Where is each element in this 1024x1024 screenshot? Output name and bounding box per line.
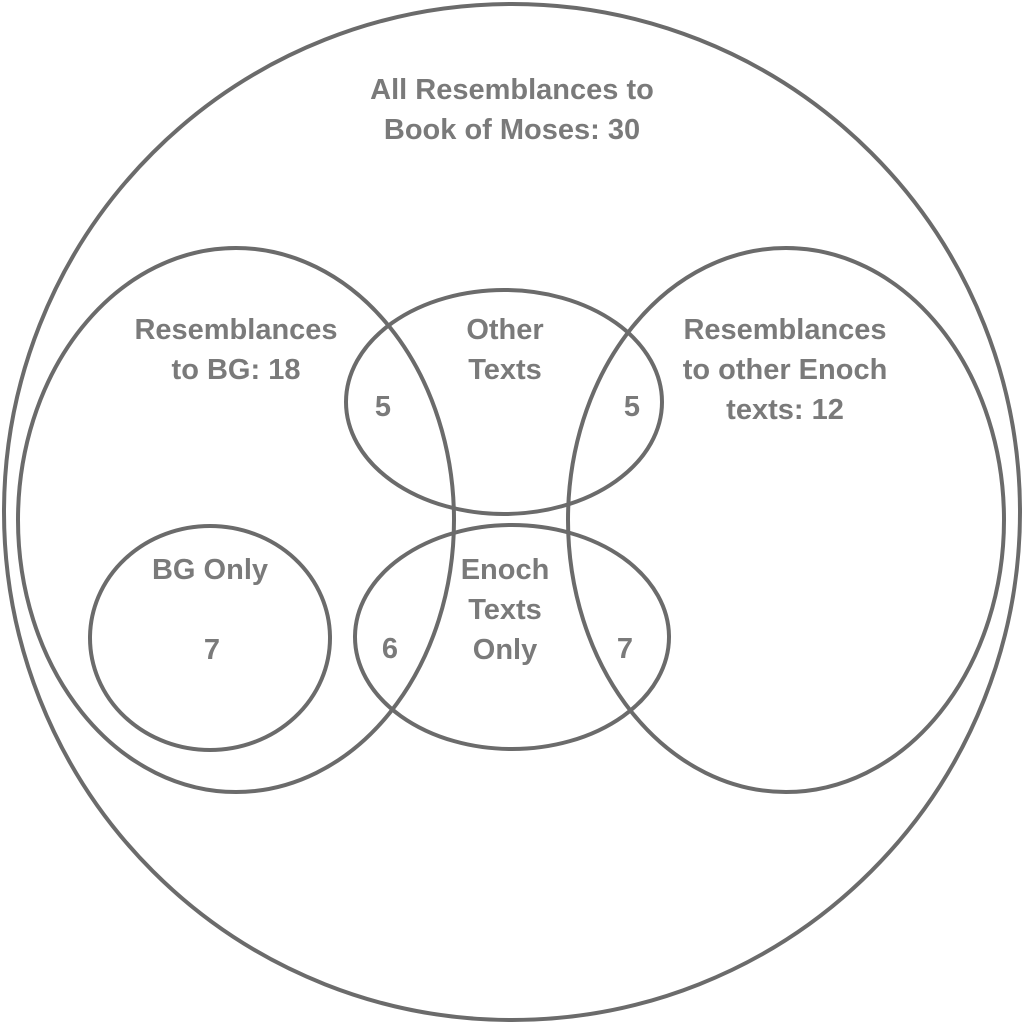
bg-label-line-1: Resemblances: [134, 314, 337, 346]
enoch-texts-only-ellipse: [353, 523, 671, 751]
other-texts-label-line-1: Other: [466, 314, 543, 346]
bg-only-ellipse: [88, 524, 332, 752]
bg-resemblances-ellipse: [16, 246, 456, 794]
other-texts-ellipse: [344, 288, 664, 516]
enoch-only-label-line-3: Only: [473, 634, 537, 666]
all-label-line-2: Book of Moses: 30: [384, 114, 640, 146]
all-label-line-1: All Resemblances to: [370, 74, 654, 106]
enoch-enochonly-count: 7: [617, 633, 633, 665]
enoch-label-line-3: texts: 12: [726, 394, 844, 426]
other-texts-label-line-2: Texts: [468, 354, 542, 386]
bg-only-label: BG Only: [152, 554, 268, 586]
enoch-only-label-line-1: Enoch: [461, 554, 550, 586]
enoch-resemblances-ellipse: [566, 246, 1006, 794]
enoch-only-label-line-2: Texts: [468, 594, 542, 626]
enoch-label-line-2: to other Enoch: [683, 354, 888, 386]
enoch-other-count: 5: [624, 391, 640, 423]
bg-enochonly-count: 6: [382, 633, 398, 665]
enoch-label-line-1: Resemblances: [683, 314, 886, 346]
bg-only-count: 7: [204, 634, 220, 666]
bg-other-count: 5: [375, 391, 391, 423]
bg-label-line-2: to BG: 18: [172, 354, 301, 386]
